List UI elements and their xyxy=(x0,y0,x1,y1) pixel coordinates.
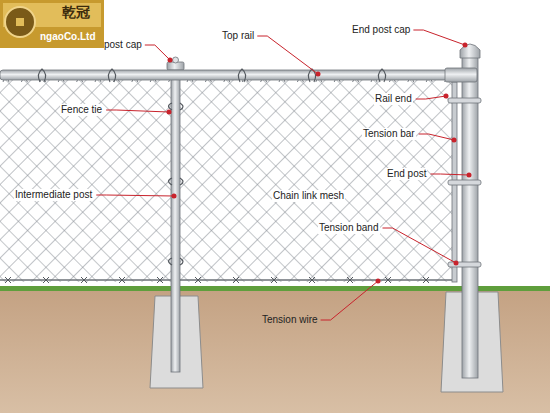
leader-dot xyxy=(444,94,449,99)
leader-dot xyxy=(316,72,321,77)
wire-tie xyxy=(233,277,239,283)
wire-tie xyxy=(81,277,87,283)
leader-dot xyxy=(376,279,381,284)
wire-tie xyxy=(385,277,391,283)
rail-ties xyxy=(38,69,385,82)
part-label: End post xyxy=(386,168,427,180)
leader-line xyxy=(416,96,446,99)
part-label: End post cap xyxy=(352,24,410,36)
chain-link-mesh xyxy=(0,76,455,282)
tension-wire xyxy=(0,279,455,280)
wire-tie xyxy=(43,277,49,283)
part-label: Rail end xyxy=(374,93,413,105)
part-label: Tension band xyxy=(318,222,380,234)
rail-tie xyxy=(378,69,385,82)
watermark-coin xyxy=(5,7,35,37)
leader-line xyxy=(419,134,454,140)
part-label: Tension bar xyxy=(362,128,416,140)
rail-tie xyxy=(108,69,115,82)
leader-dot xyxy=(452,138,457,143)
leader-dot xyxy=(168,58,173,63)
watermark-logo xyxy=(0,0,104,48)
watermark-coin xyxy=(16,18,24,26)
watermark-text: 乾冠 xyxy=(62,6,90,18)
wire-tie xyxy=(309,277,315,283)
part-label: Fence tie xyxy=(60,104,103,116)
part-label: Intermediate post xyxy=(14,189,93,201)
wire-tie xyxy=(119,277,125,283)
leader-line xyxy=(96,195,174,196)
wire-tie xyxy=(423,277,429,283)
leader-line xyxy=(106,110,169,112)
tension-band xyxy=(448,180,481,185)
part-label: Top rail xyxy=(222,30,254,42)
leader-dot xyxy=(463,43,468,48)
tension-band xyxy=(448,262,481,267)
rail-end xyxy=(445,68,477,82)
rail-tie xyxy=(238,69,245,82)
leader-line xyxy=(257,36,318,74)
leader-dot xyxy=(454,261,459,266)
leader-line xyxy=(145,45,170,60)
watermark-text: ngaoCo.Ltd xyxy=(40,31,96,43)
intermediate-post xyxy=(171,64,180,372)
part-label: post cap xyxy=(104,39,142,51)
wire-tie xyxy=(347,277,353,283)
post-cap-top xyxy=(173,57,179,63)
leader-line xyxy=(321,281,378,320)
fence-tie xyxy=(169,103,184,265)
rail-tie xyxy=(38,69,45,82)
leader-line xyxy=(430,174,469,175)
part-label: Chain link mesh xyxy=(272,190,345,202)
leader-line xyxy=(413,30,465,45)
wire-tie xyxy=(5,277,11,283)
tension-band xyxy=(448,98,481,103)
part-label: Tension wire xyxy=(262,314,318,326)
wire-tie xyxy=(195,277,201,283)
leader-line xyxy=(383,228,457,263)
wire-ties xyxy=(5,277,429,283)
leader-dot xyxy=(167,110,172,115)
wire-tie xyxy=(271,277,277,283)
leader-dot xyxy=(467,173,472,178)
wire-tie xyxy=(157,277,163,283)
leader-dot xyxy=(172,194,177,199)
